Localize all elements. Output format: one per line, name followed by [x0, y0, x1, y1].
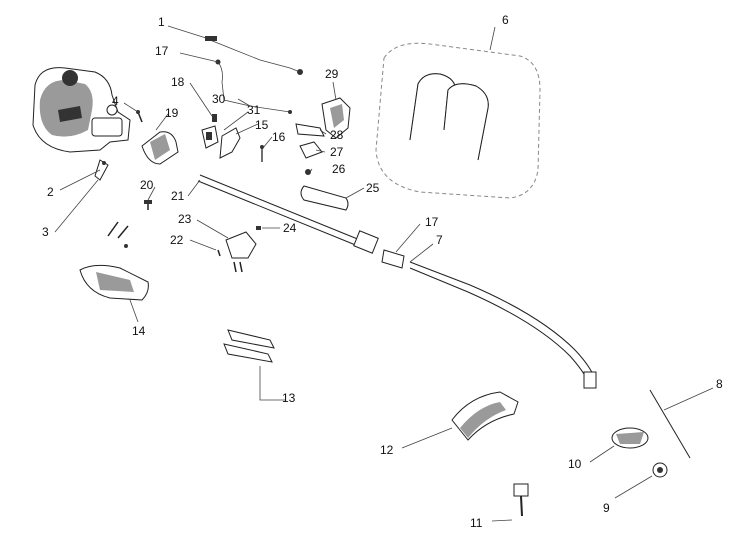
label-part-26: 26	[332, 162, 346, 176]
label-part-18: 18	[171, 75, 185, 89]
label-part-29: 29	[325, 67, 339, 81]
label-part-20: 20	[140, 178, 154, 192]
label-part-3: 3	[42, 225, 49, 239]
label-part-7: 7	[436, 233, 443, 247]
leader-lines	[54, 25, 714, 522]
part-28-trigger	[295, 123, 325, 137]
part-10-trimmer-head	[611, 427, 649, 449]
part-14-debris-guard	[79, 264, 149, 301]
part-19-air-filter	[141, 131, 179, 165]
part-cluster-fasteners	[107, 221, 129, 248]
label-part-10: 10	[568, 457, 582, 471]
label-part-23: 23	[178, 212, 192, 226]
part-9-spool	[652, 462, 668, 478]
part-6-harness-group	[375, 42, 541, 199]
label-part-14: 14	[132, 324, 146, 338]
label-part-22: 22	[170, 233, 184, 247]
label-part-28: 28	[330, 128, 344, 142]
part-30-pin	[212, 114, 217, 122]
label-part-17-top: 17	[155, 44, 169, 58]
part-26-nut	[305, 169, 311, 175]
label-part-31: 31	[247, 103, 261, 117]
label-part-1: 1	[158, 15, 165, 29]
label-part-24: 24	[283, 221, 297, 235]
label-part-17-mid: 17	[425, 215, 439, 229]
part-29-handle-housing	[321, 97, 351, 139]
label-part-27: 27	[330, 145, 344, 159]
part-24-screw	[256, 226, 261, 230]
label-part-12: 12	[380, 443, 394, 457]
label-part-15: 15	[255, 118, 269, 132]
part-17-coupler	[381, 249, 405, 269]
engine-assembly	[32, 67, 131, 153]
label-part-21: 21	[171, 189, 185, 203]
label-part-16: 16	[272, 130, 286, 144]
part-11-wrench	[513, 483, 529, 517]
label-part-9: 9	[603, 501, 610, 515]
label-part-4: 4	[112, 94, 119, 108]
part-25-grip	[300, 185, 349, 211]
part-7-curved-shaft	[409, 261, 597, 389]
part-31-switch	[201, 125, 219, 149]
label-part-13: 13	[282, 391, 296, 405]
part-23-plate	[225, 231, 257, 259]
part-1-throttle-cable	[204, 36, 303, 114]
part-13-bracket	[223, 329, 275, 363]
part-15-lever	[219, 127, 241, 159]
part-27-clip	[299, 141, 323, 159]
part-8-cutting-line	[649, 389, 691, 459]
part-21-shaft	[197, 174, 379, 254]
label-part-6: 6	[502, 13, 509, 27]
part-22-bolts	[217, 249, 243, 273]
part-12-shield	[451, 391, 519, 441]
label-part-2: 2	[47, 185, 54, 199]
part-2-spark-plug	[94, 159, 109, 181]
label-part-30: 30	[212, 92, 226, 106]
label-part-11: 11	[470, 516, 483, 530]
label-part-25: 25	[366, 181, 380, 195]
part-4-screw	[136, 110, 143, 123]
label-part-19: 19	[165, 106, 179, 120]
label-part-8: 8	[716, 377, 723, 391]
part-20-bolt	[144, 200, 152, 210]
part-labels: 1 17 4 2 3 6 7 8 9 10 11 12 13 14 15 16 …	[42, 13, 723, 530]
